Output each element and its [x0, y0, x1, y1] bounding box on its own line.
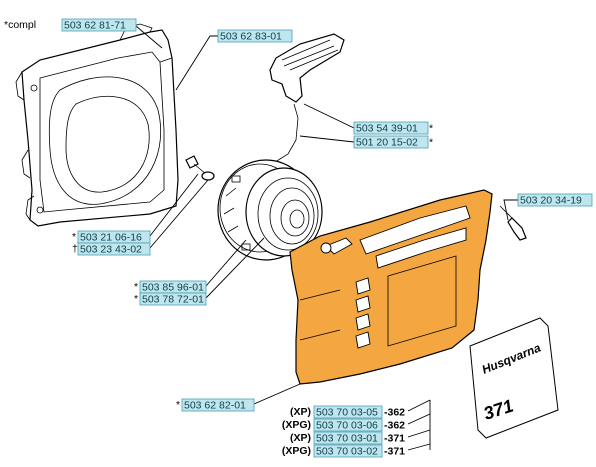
decal-row: (XP) 503 70 03-05 -362 — [290, 405, 405, 419]
screw-left-b-prefix: † — [72, 243, 78, 255]
decal-part-box[interactable] — [313, 444, 383, 458]
decal-model-suffix: -362 — [384, 420, 405, 432]
screw-right-part-number[interactable]: 503 20 34-19 — [520, 195, 582, 207]
fan-housing-box[interactable] — [217, 29, 293, 43]
fan-housing-part-number[interactable]: 503 62 83-01 — [220, 31, 282, 43]
decal-variant: (XPG) — [282, 419, 311, 431]
decal-variant: (XPG) — [282, 445, 311, 457]
spring-prefix: * — [134, 293, 138, 305]
starter-rope-part-number[interactable]: 501 20 15-02 — [356, 137, 418, 149]
starter-rope-suffix: * — [429, 137, 433, 149]
decal-part-number[interactable]: 503 70 03-05 — [316, 407, 378, 419]
pulley-part-number[interactable]: 503 85 96-01 — [142, 282, 204, 294]
starter-cover-part-number[interactable]: 503 62 82-01 — [184, 400, 246, 412]
fan-housing-compl-box[interactable] — [61, 18, 137, 32]
starter-handle-part-number[interactable]: 503 54 39-01 — [356, 123, 418, 135]
screw-left-b-box[interactable] — [77, 242, 151, 256]
starter-cover-box[interactable] — [181, 398, 255, 412]
screw-left-a-part-number[interactable]: 503 21 06-16 — [80, 232, 142, 244]
starter-handle-suffix: * — [429, 123, 433, 135]
decal-row: (XPG) 503 70 03-02 -371 — [282, 444, 405, 458]
pulley-prefix: * — [134, 281, 138, 293]
starter-handle-drawing — [249, 33, 345, 169]
decal-row: (XPG) 503 70 03-06 -362 — [282, 418, 405, 432]
starter-pulley-drawing — [217, 159, 323, 261]
decal-drawing: Husqvarna 371 — [469, 317, 559, 439]
starter-cover-prefix: * — [176, 399, 180, 411]
starter-handle-box[interactable] — [353, 121, 429, 135]
decal-part-number[interactable]: 503 70 03-02 — [316, 446, 378, 458]
decal-part-box[interactable] — [313, 431, 383, 445]
compl-prefix-label: *compl — [4, 19, 36, 31]
decal-variant: (XP) — [290, 432, 311, 444]
fan-housing-drawing — [15, 23, 179, 227]
starter-cover-drawing — [289, 189, 493, 385]
decal-model-suffix: -371 — [384, 446, 405, 458]
screw-right-drawing — [499, 205, 527, 241]
decal-part-number[interactable]: 503 70 03-06 — [316, 420, 378, 432]
decal-model-suffix: -362 — [384, 407, 405, 419]
spring-part-number[interactable]: 503 78 72-01 — [142, 294, 204, 306]
decal-part-number[interactable]: 503 70 03-01 — [316, 433, 378, 445]
leader-lines — [135, 25, 518, 451]
fan-housing-compl-part-number[interactable]: 503 62 81-71 — [64, 20, 126, 32]
starter-rope-box[interactable] — [353, 135, 429, 149]
decal-part-box[interactable] — [313, 418, 383, 432]
decal-variant: (XP) — [290, 406, 311, 418]
spring-box[interactable] — [139, 292, 207, 306]
decal-row: (XP) 503 70 03-01 -371 — [290, 431, 405, 445]
screw-left-b-part-number[interactable]: 503 23 43-02 — [80, 244, 142, 256]
decal-part-box[interactable] — [313, 405, 383, 419]
screw-right-box[interactable] — [517, 193, 593, 207]
screw-left-drawing — [185, 155, 215, 181]
screw-left-a-prefix: * — [72, 231, 76, 243]
decal-model-suffix: -371 — [384, 433, 405, 445]
